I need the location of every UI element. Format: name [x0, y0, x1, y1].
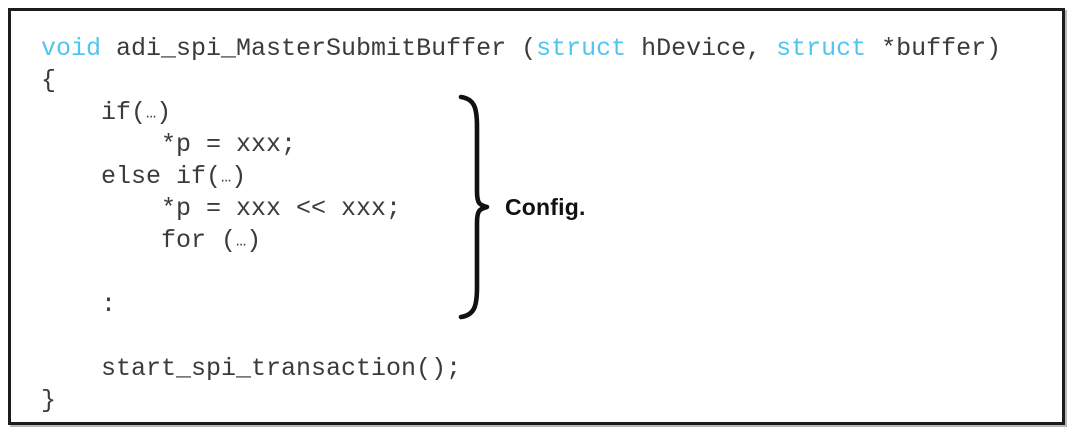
code-keyword: struct	[536, 34, 627, 63]
code-text: *buffer)	[866, 34, 1002, 63]
line-for: for (…)	[41, 225, 1001, 257]
code-text: *p = xxx;	[41, 130, 297, 159]
code-text: adi_spi_MasterSubmitBuffer (	[101, 34, 537, 63]
line-assign-1: *p = xxx;	[41, 129, 1001, 161]
right-curly-brace-icon	[458, 94, 490, 320]
code-text: for (	[41, 226, 237, 255]
code-text: start_spi_transaction();	[41, 354, 462, 383]
line-vertical-ellipsis: :	[41, 289, 1001, 321]
line-assign-2: *p = xxx << xxx;	[41, 193, 1001, 225]
line-close-brace: }	[41, 385, 1001, 417]
code-text: )	[246, 226, 262, 255]
code-ellipsis: …	[236, 232, 247, 252]
line-open-brace: {	[41, 65, 1001, 97]
code-text: :	[41, 290, 117, 319]
code-listing-frame: void adi_spi_MasterSubmitBuffer (struct …	[8, 8, 1065, 425]
code-listing: void adi_spi_MasterSubmitBuffer (struct …	[41, 33, 1001, 417]
code-text: {	[41, 66, 57, 95]
line-signature: void adi_spi_MasterSubmitBuffer (struct …	[41, 33, 1001, 65]
code-text: )	[231, 162, 247, 191]
code-text: if(	[41, 98, 147, 127]
code-text: )	[156, 98, 172, 127]
code-text: else if(	[41, 162, 222, 191]
line-else-if: else if(…)	[41, 161, 1001, 193]
line-start-transaction: start_spi_transaction();	[41, 353, 1001, 385]
config-label: Config.	[505, 193, 586, 220]
code-text: }	[41, 386, 57, 415]
config-annotation-group: Config.	[455, 93, 635, 321]
code-text: hDevice,	[626, 34, 777, 63]
code-ellipsis: …	[146, 104, 157, 124]
line-if: if(…)	[41, 97, 1001, 129]
code-ellipsis: …	[221, 168, 232, 188]
code-text: *p = xxx << xxx;	[41, 194, 402, 223]
line-blank-2	[41, 321, 1001, 353]
code-keyword: void	[41, 34, 102, 63]
code-keyword: struct	[776, 34, 867, 63]
